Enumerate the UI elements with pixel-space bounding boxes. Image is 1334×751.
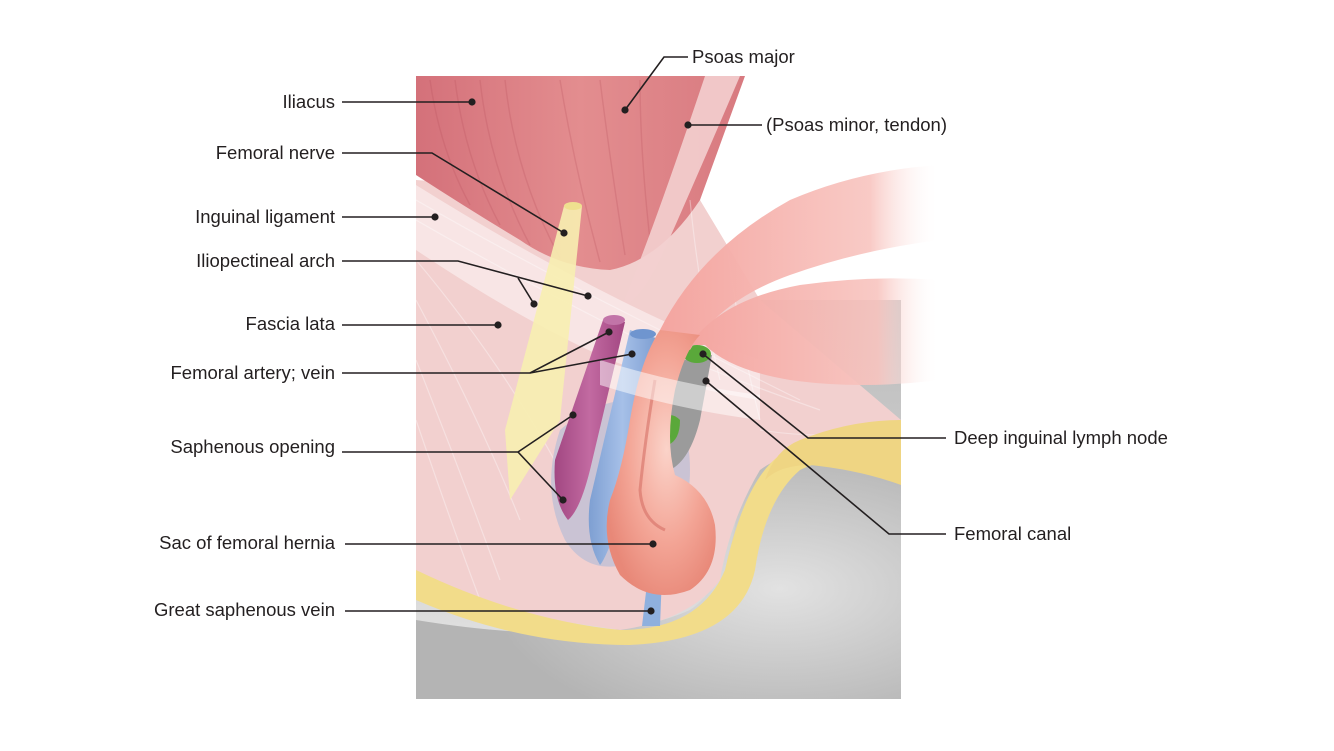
hernia-sac-shape [606,330,716,595]
label-femoral-nerve: Femoral nerve [216,142,335,163]
leader-lines [342,56,946,612]
fat-layer-right [765,420,901,485]
label-sac-femoral-hernia: Sac of femoral hernia [159,532,336,553]
label-fascia-lata: Fascia lata [246,313,336,334]
label-psoas-major: Psoas major [692,46,795,67]
anatomy-illustration [416,76,940,699]
spermatic-cord-upper [660,165,940,350]
spermatic-cord-lower [690,278,940,385]
fat-layer [416,420,901,645]
label-psoas-minor: (Psoas minor, tendon) [766,114,947,135]
label-inguinal-ligament: Inguinal ligament [195,206,335,227]
label-iliopectineal-arch: Iliopectineal arch [196,250,335,271]
label-iliacus: Iliacus [283,91,335,112]
label-great-saphenous-vein: Great saphenous vein [154,599,335,620]
text-labels: Iliacus Psoas major (Psoas minor, tendon… [154,46,1168,620]
leader-dots [431,98,710,615]
label-saphenous-opening: Saphenous opening [170,436,335,457]
label-deep-inguinal-lymph-node: Deep inguinal lymph node [954,427,1168,448]
femoral-nerve-shape [505,206,582,500]
thigh-bulge [416,454,901,699]
psoas-minor-tendon [620,76,740,310]
label-femoral-artery-vein: Femoral artery; vein [171,362,336,383]
label-femoral-canal: Femoral canal [954,523,1071,544]
